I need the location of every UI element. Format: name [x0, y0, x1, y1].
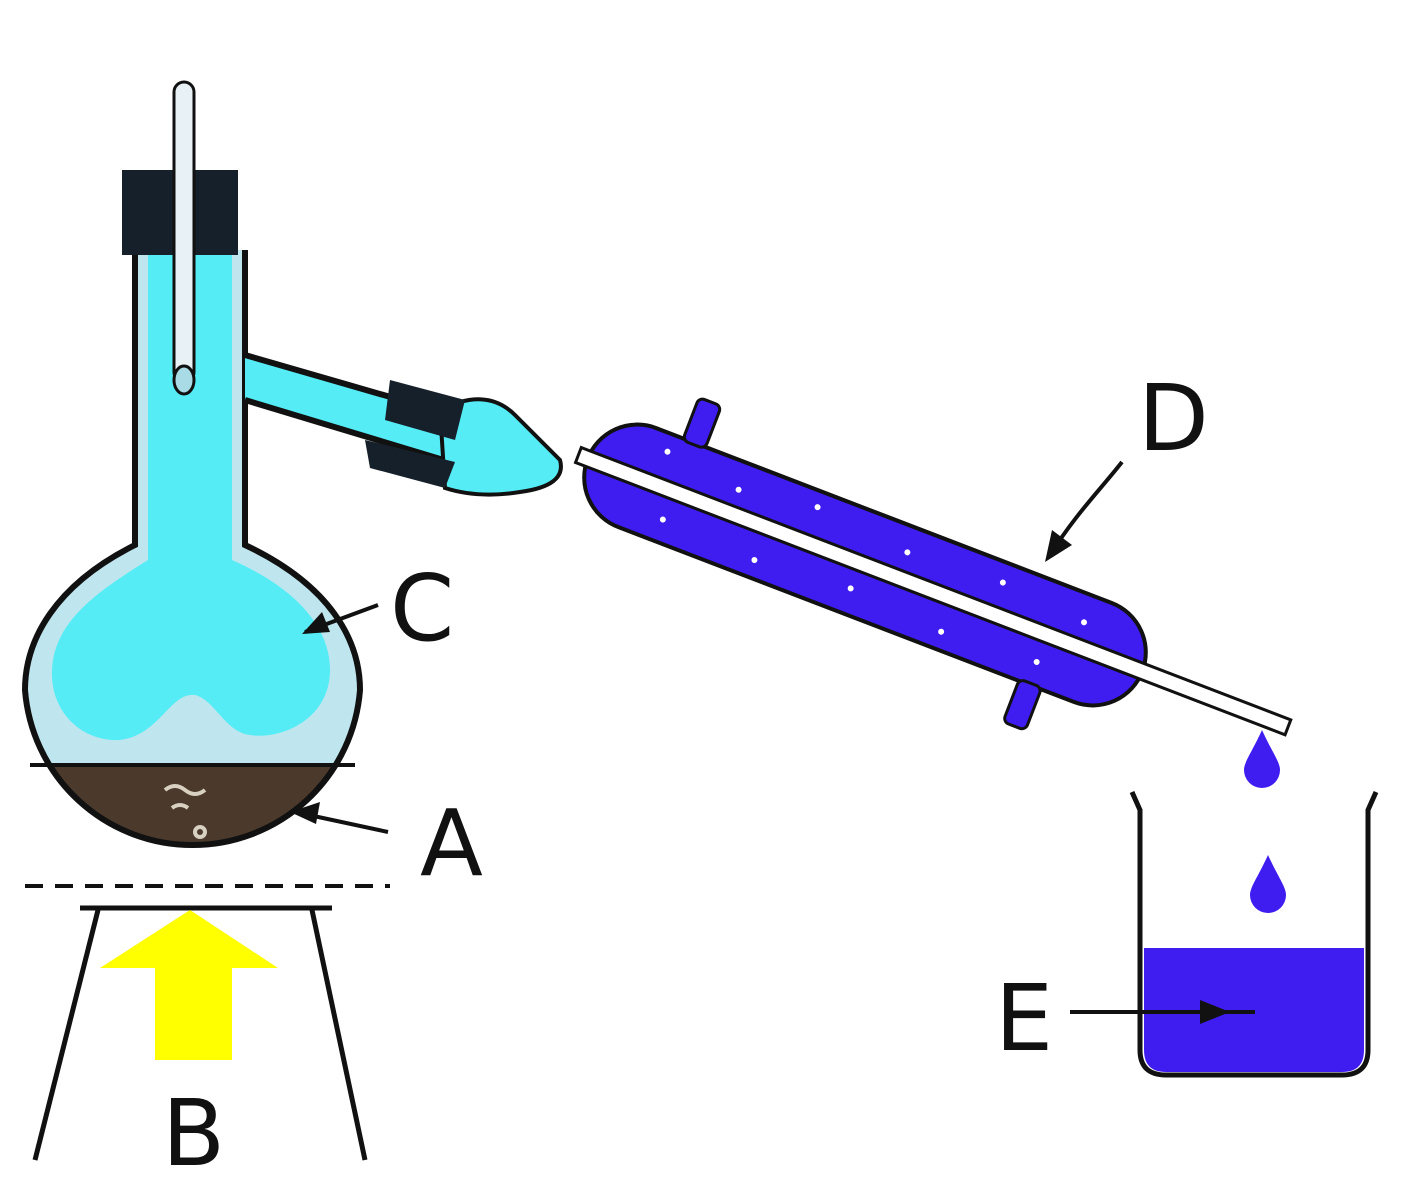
coolant-outlet [1003, 679, 1042, 731]
distillate-drop [1250, 855, 1286, 913]
adapter-clamp [385, 380, 465, 440]
label-c: C [390, 555, 454, 662]
label-e: E [995, 965, 1053, 1072]
distillate-drop [1244, 730, 1280, 788]
tripod-stand [25, 884, 390, 1161]
thermometer [172, 80, 196, 396]
liebig-condenser [573, 397, 1293, 737]
flask-contents [25, 250, 360, 846]
arrowheads [290, 530, 1230, 1024]
label-d: D [1138, 365, 1209, 472]
label-b: B [162, 1080, 225, 1187]
collecting-beaker [1129, 790, 1379, 1078]
condenser-adapter [437, 397, 563, 497]
label-a: A [420, 790, 483, 897]
coolant-inlet [682, 397, 722, 449]
distillation-flask [21, 250, 364, 848]
adapter-clamp-lower [365, 440, 455, 488]
vapor [51, 250, 330, 741]
heat-arrow [100, 910, 278, 1060]
